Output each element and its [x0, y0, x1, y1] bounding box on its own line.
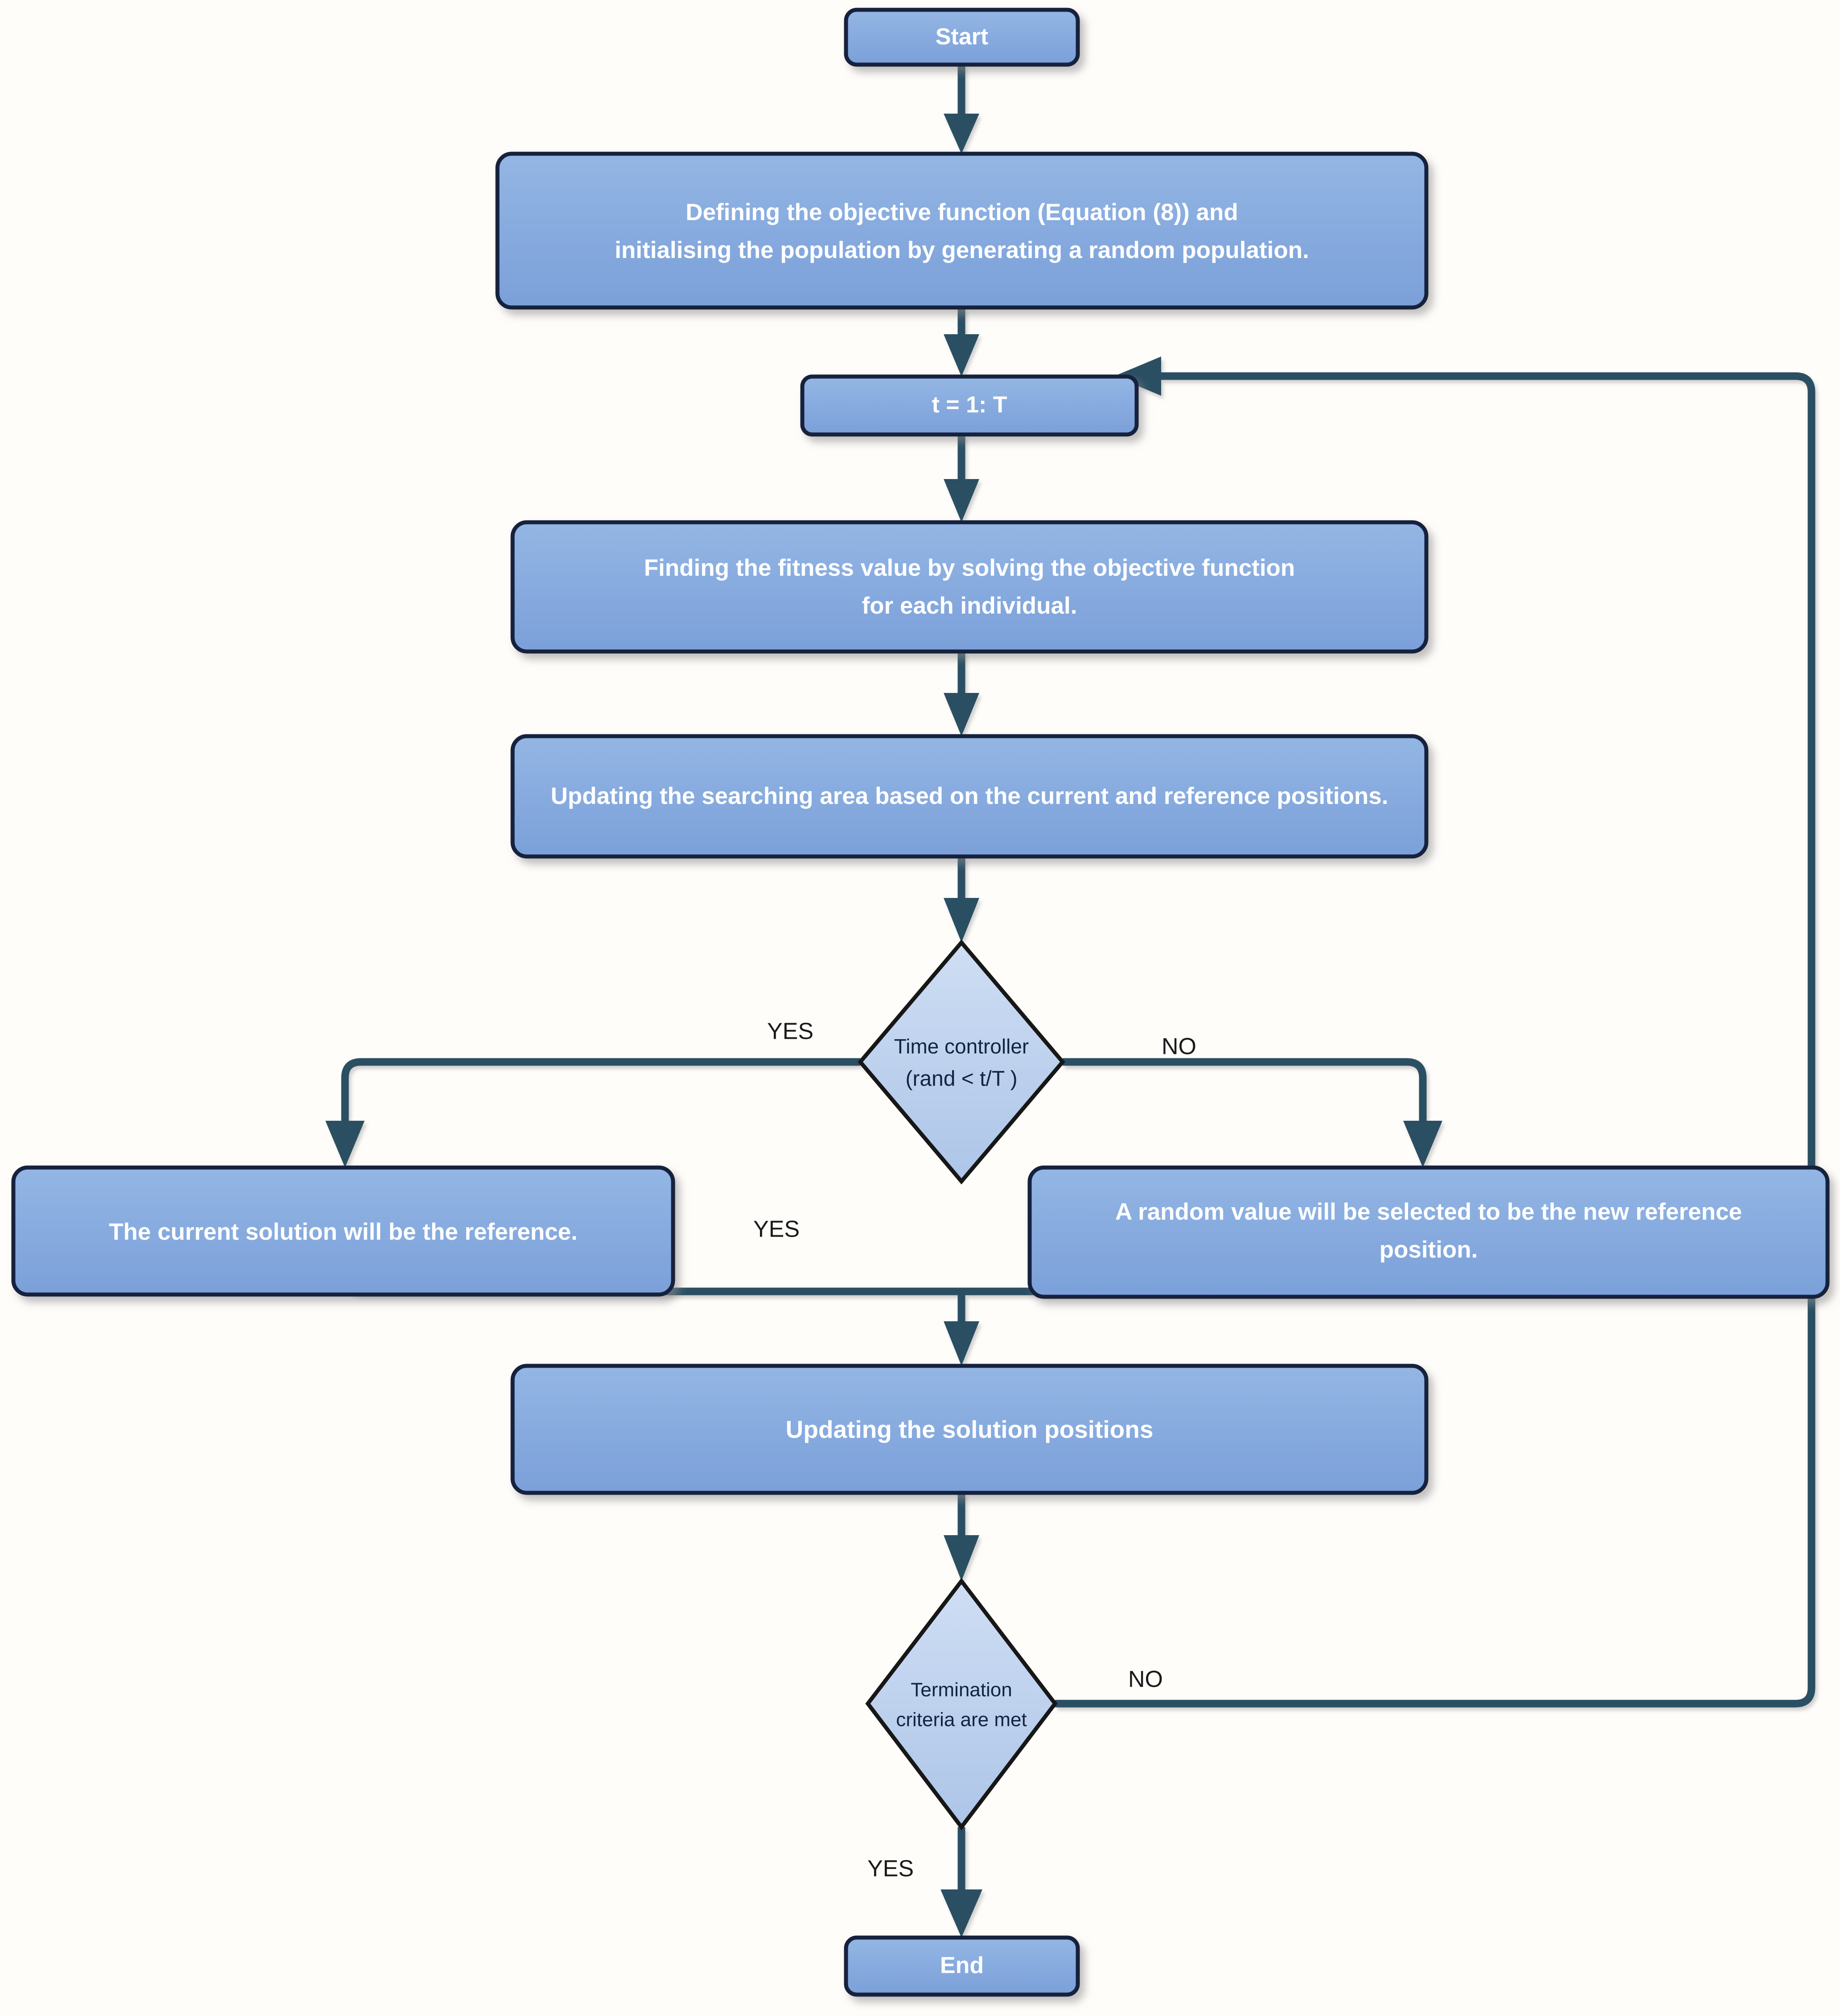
node-termination-label-line2: criteria are met [896, 1709, 1027, 1731]
node-update-solution-positions[interactable]: Updating the solution positions [510, 1364, 1429, 1495]
node-loop-counter-label: t = 1: T [932, 392, 1007, 418]
edge-loop-to-fitness [944, 434, 979, 522]
edge-timectrl-yes-to-currentref [325, 1058, 860, 1168]
node-start[interactable]: Start [844, 8, 1080, 67]
node-find-fitness[interactable]: Finding the fitness value by solving the… [510, 520, 1429, 654]
edge-termination-no-loopback [1055, 356, 1815, 1708]
node-end[interactable]: End [844, 1935, 1080, 1997]
branch-label-termination-no: NO [1128, 1667, 1163, 1692]
node-time-controller-label-line1: Time controller [894, 1035, 1029, 1058]
node-random-value-reference-label-line1: A random value will be selected to be th… [1115, 1199, 1742, 1225]
node-start-label: Start [936, 24, 988, 50]
node-end-label: End [940, 1953, 984, 1979]
branch-label-termination-yes: YES [867, 1856, 914, 1882]
node-define-objective-label-line1: Defining the objective function (Equatio… [686, 199, 1238, 225]
branch-label-merge-yes: YES [753, 1217, 800, 1242]
node-find-fitness-label-line1: Finding the fitness value by solving the… [644, 555, 1295, 581]
edge-merge-to-updatepos [944, 1291, 979, 1366]
node-define-objective-label-line2: initialising the population by generatin… [615, 237, 1309, 263]
node-time-controller-decision[interactable]: Time controller (rand < t/T ) [858, 939, 1065, 1184]
edge-define-to-loop [944, 307, 979, 377]
edge-timectrl-no-to-randomref [1063, 1058, 1442, 1168]
branch-label-time-no: NO [1162, 1034, 1196, 1060]
node-update-search-area[interactable]: Updating the searching area based on the… [510, 734, 1429, 859]
edge-searcharea-to-timectrl [944, 856, 979, 942]
edge-updatepos-to-termination [944, 1493, 979, 1581]
node-termination-decision[interactable]: Termination criteria are met [865, 1578, 1058, 1831]
node-current-solution-reference-label: The current solution will be the referen… [109, 1219, 577, 1245]
node-update-solution-positions-label: Updating the solution positions [786, 1416, 1154, 1443]
node-define-objective[interactable]: Defining the objective function (Equatio… [495, 152, 1429, 310]
edge-termination-yes-to-end [941, 1827, 982, 1938]
node-random-value-reference[interactable]: A random value will be selected to be th… [1027, 1165, 1830, 1299]
edge-fitness-to-searcharea [944, 652, 979, 736]
node-current-solution-reference[interactable]: The current solution will be the referen… [11, 1165, 675, 1297]
node-update-search-area-label: Updating the searching area based on the… [551, 783, 1388, 809]
edge-start-to-define [944, 65, 979, 154]
node-loop-counter[interactable]: t = 1: T [800, 374, 1139, 437]
node-time-controller-label-line2: (rand < t/T ) [905, 1067, 1017, 1091]
node-find-fitness-label-line2: for each individual. [862, 593, 1077, 619]
node-random-value-reference-label-line2: position. [1380, 1237, 1478, 1263]
branch-label-time-yes: YES [767, 1019, 813, 1045]
node-termination-label-line1: Termination [911, 1679, 1012, 1701]
